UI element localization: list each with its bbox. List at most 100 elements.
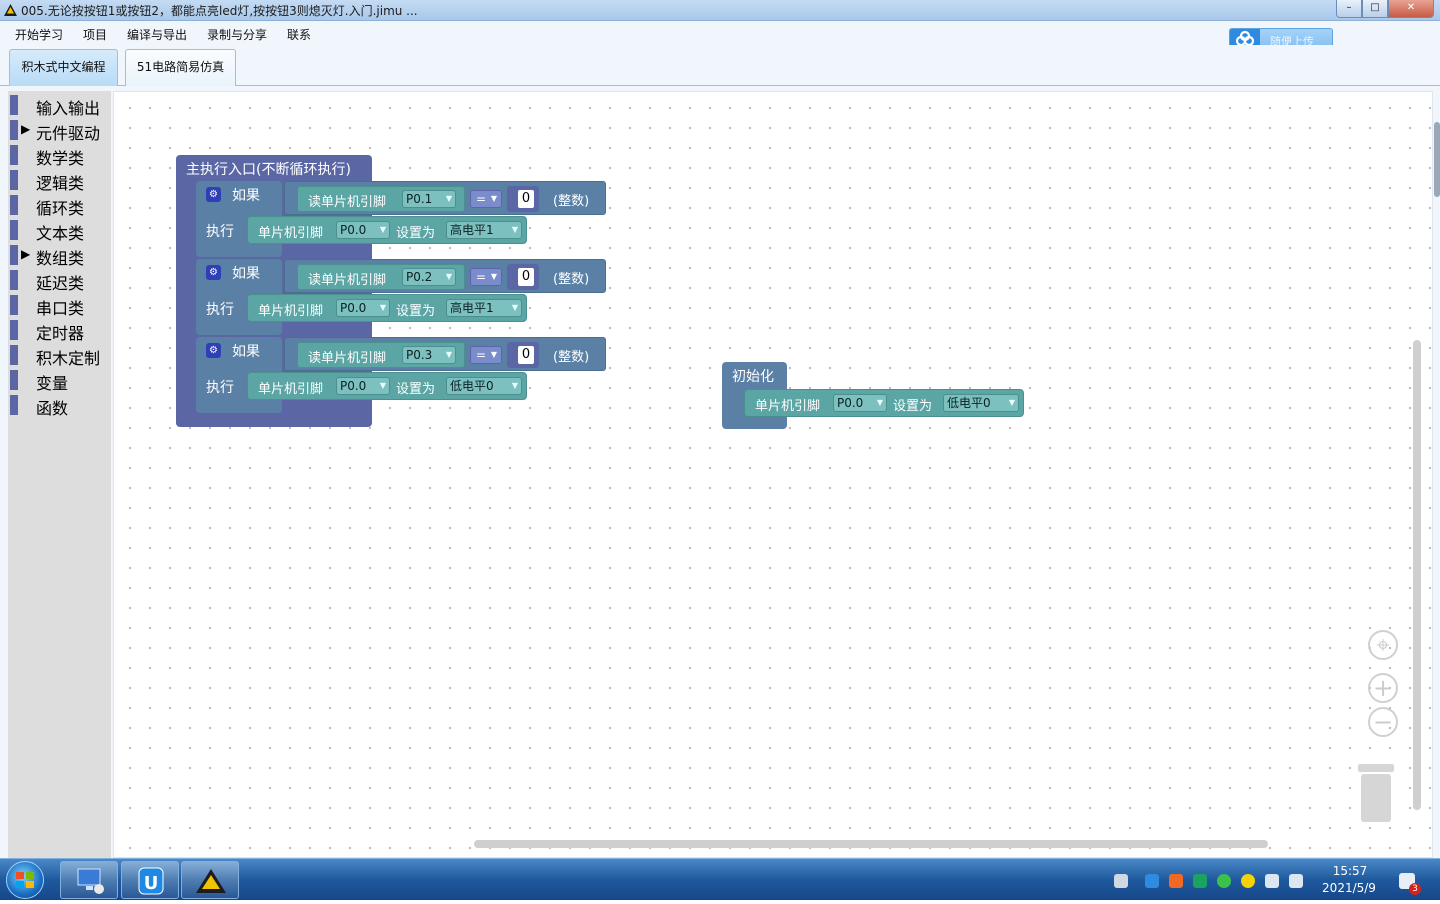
toolbox-category[interactable]: 文本类 — [8, 220, 111, 243]
number-field[interactable]: 0 — [518, 346, 534, 364]
toolbox-category[interactable]: 串口类 — [8, 295, 111, 318]
read-pin-dropdown[interactable]: P0.2▼ — [402, 268, 456, 286]
clock-time[interactable]: 15:57 — [1332, 864, 1368, 878]
menu-contact[interactable]: 联系 — [287, 28, 312, 42]
zoom-in-button[interactable]: + — [1368, 673, 1398, 703]
toolbox-category[interactable]: 逻辑类 — [8, 170, 111, 193]
c-tray-icon[interactable] — [1193, 874, 1207, 888]
menu-start-learning[interactable]: 开始学习 — [15, 28, 64, 42]
set-pin-dropdown[interactable]: P0.0▼ — [336, 377, 390, 395]
minus-icon: − — [1372, 708, 1394, 736]
toolbox-category[interactable]: 数学类 — [8, 145, 111, 168]
clock-date[interactable]: 2021/5/9 — [1322, 881, 1376, 895]
close-button[interactable]: ✕ — [1388, 0, 1434, 18]
tab-block-programming[interactable]: 积木式中文编程 — [9, 49, 118, 86]
plus-tray-icon[interactable] — [1241, 874, 1255, 888]
read-pin-dropdown[interactable]: P0.1▼ — [402, 190, 456, 208]
read-pin-label: 读单片机引脚 — [308, 351, 387, 366]
office-tray-icon[interactable] — [1169, 874, 1183, 888]
start-button[interactable] — [6, 861, 44, 899]
block-workspace[interactable]: 主执行入口(不断循环执行) ⚙ 如果 执行 读单片机引脚 P0.1▼ =▼ 0 … — [113, 91, 1433, 858]
operator-dropdown[interactable]: =▼ — [470, 268, 502, 286]
vertical-scrollbar[interactable] — [1413, 340, 1421, 810]
taskbar-app-u[interactable]: U — [121, 861, 179, 899]
number-block[interactable]: 0 — [507, 186, 539, 212]
menu-project[interactable]: 项目 — [83, 28, 108, 42]
set-pin-block[interactable]: 单片机引脚 P0.0▼ 设置为 低电平0▼ — [247, 372, 527, 400]
do-label: 执行 — [206, 380, 234, 396]
menu-compile-export[interactable]: 编译与导出 — [127, 28, 188, 42]
category-label: 积木定制 — [36, 349, 101, 368]
gear-icon[interactable]: ⚙ — [206, 343, 221, 358]
toolbox: 输入输出 ▶元件驱动 数学类 逻辑类 循环类 文本类 ▶数组类 延迟类 串口类 … — [8, 91, 111, 858]
u-app-icon: U — [138, 867, 164, 895]
number-field[interactable]: 0 — [518, 268, 534, 286]
set-pin-dropdown[interactable]: P0.0▼ — [336, 299, 390, 317]
compare-block[interactable]: 读单片机引脚 P0.3▼ =▼ 0 (整数) — [284, 337, 606, 371]
maximize-button[interactable]: □ — [1362, 0, 1388, 18]
category-label: 函数 — [36, 399, 69, 418]
cloud-tray-icon[interactable] — [1145, 874, 1159, 888]
toolbox-category[interactable]: 循环类 — [8, 195, 111, 218]
gear-icon[interactable]: ⚙ — [206, 265, 221, 280]
keyboard-icon[interactable] — [1114, 874, 1128, 888]
taskbar-app-jimu[interactable] — [181, 861, 239, 899]
cloud-upload-button[interactable]: 随便上传 — [1229, 28, 1333, 52]
level-dropdown[interactable]: 高电平1▼ — [446, 221, 522, 239]
number-block[interactable]: 0 — [507, 264, 539, 290]
level-dropdown[interactable]: 低电平0▼ — [446, 377, 522, 395]
level-dropdown[interactable]: 高电平1▼ — [446, 299, 522, 317]
category-label: 逻辑类 — [36, 174, 85, 193]
toolbox-category[interactable]: 定时器 — [8, 320, 111, 343]
toolbox-category[interactable]: ▶数组类 — [8, 245, 111, 268]
network-icon[interactable] — [1265, 874, 1279, 888]
horizontal-scrollbar[interactable] — [474, 840, 1268, 848]
if-block[interactable]: ⚙ 如果 执行 — [196, 181, 282, 257]
set-as-label: 设置为 — [396, 226, 436, 241]
minimize-button[interactable]: – — [1336, 0, 1362, 18]
zoom-out-button[interactable]: − — [1368, 707, 1398, 737]
trash-icon[interactable] — [1358, 764, 1394, 822]
page-scrollbar[interactable] — [1434, 122, 1440, 197]
operator-dropdown[interactable]: =▼ — [470, 190, 502, 208]
set-pin-dropdown[interactable]: P0.0▼ — [336, 221, 390, 239]
main-area: 输入输出 ▶元件驱动 数学类 逻辑类 循环类 文本类 ▶数组类 延迟类 串口类 … — [0, 86, 1440, 858]
wechat-icon[interactable] — [1217, 874, 1231, 888]
volume-icon[interactable] — [1289, 874, 1303, 888]
read-pin-label: 读单片机引脚 — [308, 273, 387, 288]
set-pin-block[interactable]: 单片机引脚 P0.0▼ 设置为 低电平0▼ — [744, 389, 1024, 417]
category-label: 串口类 — [36, 299, 85, 318]
number-block[interactable]: 0 — [507, 342, 539, 368]
toolbox-category[interactable]: 输入输出 — [8, 95, 111, 118]
gear-icon[interactable]: ⚙ — [206, 187, 221, 202]
menu-record-share[interactable]: 录制与分享 — [207, 28, 268, 42]
set-pin-block[interactable]: 单片机引脚 P0.0▼ 设置为 高电平1▼ — [247, 216, 527, 244]
dropdown-value: 低电平0 — [947, 396, 991, 410]
toolbox-category[interactable]: ▶元件驱动 — [8, 120, 111, 143]
tab-circuit-simulation[interactable]: 51电路简易仿真 — [125, 49, 236, 86]
read-pin-block[interactable]: 读单片机引脚 P0.3▼ — [297, 342, 465, 368]
toolbox-category[interactable]: 延迟类 — [8, 270, 111, 293]
compare-block[interactable]: 读单片机引脚 P0.1▼ =▼ 0 (整数) — [284, 181, 606, 215]
set-pin-block[interactable]: 单片机引脚 P0.0▼ 设置为 高电平1▼ — [247, 294, 527, 322]
number-field[interactable]: 0 — [518, 190, 534, 208]
set-pin-dropdown[interactable]: P0.0▼ — [833, 394, 887, 412]
if-label: 如果 — [232, 344, 260, 360]
toolbox-category[interactable]: 函数 — [8, 395, 111, 418]
taskbar-app-computer[interactable] — [60, 861, 118, 899]
set-pin-label: 单片机引脚 — [258, 226, 324, 241]
center-view-button[interactable]: ⌖ — [1368, 630, 1398, 660]
read-pin-dropdown[interactable]: P0.3▼ — [402, 346, 456, 364]
level-dropdown[interactable]: 低电平0▼ — [943, 394, 1019, 412]
plus-icon: + — [1372, 674, 1394, 702]
toolbox-category[interactable]: 变量 — [8, 370, 111, 393]
toolbox-category[interactable]: 积木定制 — [8, 345, 111, 368]
trash-body — [1361, 774, 1391, 822]
category-label: 输入输出 — [36, 99, 101, 118]
dropdown-value: 低电平0 — [450, 379, 494, 393]
compare-block[interactable]: 读单片机引脚 P0.2▼ =▼ 0 (整数) — [284, 259, 606, 293]
read-pin-block[interactable]: 读单片机引脚 P0.2▼ — [297, 264, 465, 290]
read-pin-block[interactable]: 读单片机引脚 P0.1▼ — [297, 186, 465, 212]
operator-dropdown[interactable]: =▼ — [470, 346, 502, 364]
do-label: 执行 — [206, 302, 234, 318]
